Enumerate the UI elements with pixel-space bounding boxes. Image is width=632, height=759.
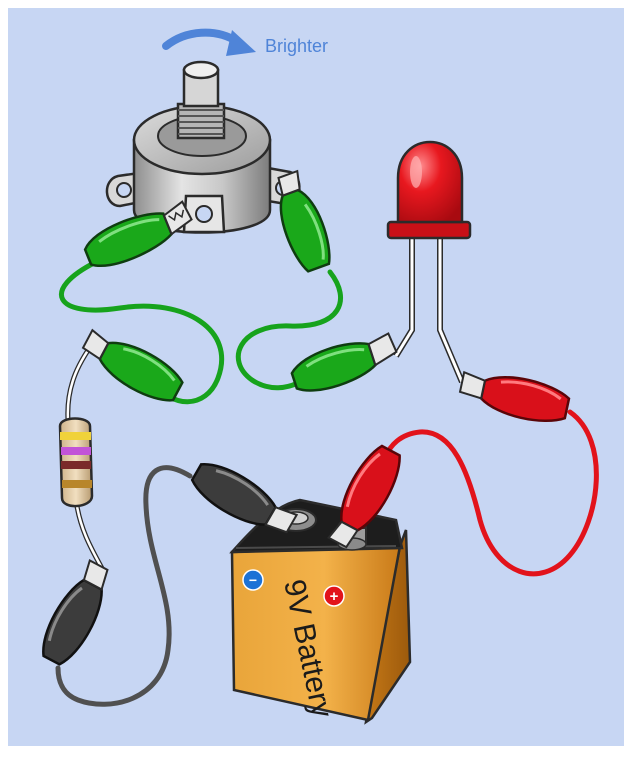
arrow-label: Brighter [265, 36, 328, 56]
plus-circle-icon: + [324, 586, 344, 606]
battery: − + 9V Battery [232, 500, 410, 722]
positive-symbol: + [330, 588, 339, 605]
negative-symbol: − [249, 572, 257, 588]
minus-circle-icon: − [243, 570, 263, 590]
